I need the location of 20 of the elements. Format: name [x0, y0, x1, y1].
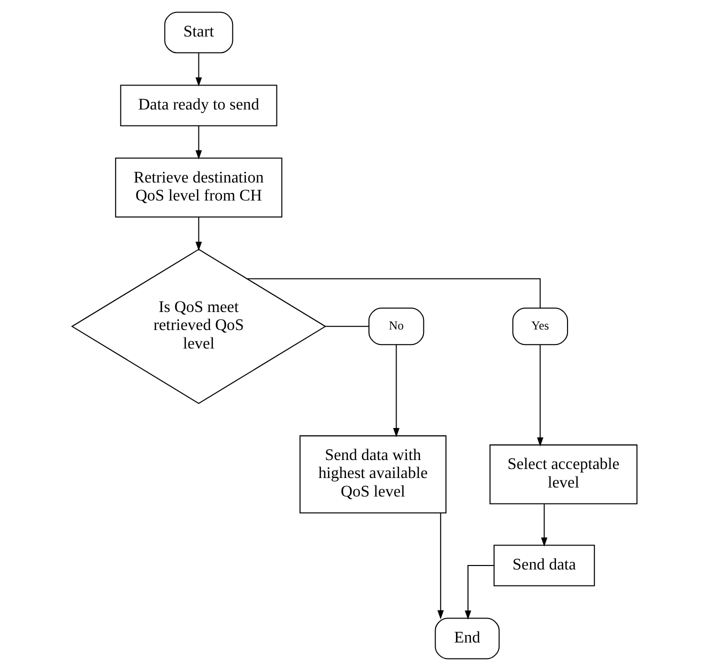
node-box: Retrieve destination QoS level from CH [115, 158, 282, 218]
arrow [196, 217, 202, 251]
arrow [437, 513, 444, 620]
node-diamond: Is QoS meet retrieved QoS level [71, 248, 326, 404]
node-box: Data ready to send [120, 84, 278, 126]
arrow [536, 344, 544, 446]
node-box: Yes [512, 308, 568, 346]
connector [326, 326, 369, 327]
node-box: No [368, 308, 424, 346]
arrow [541, 504, 548, 547]
node-box: Select acceptable level [490, 444, 638, 504]
arrow [196, 126, 202, 160]
arrow [393, 344, 400, 438]
arrow [464, 565, 494, 620]
arrow [196, 52, 202, 87]
node-box: Send data with highest available QoS level [300, 435, 446, 514]
node-box: End [434, 618, 500, 660]
node-box: Send data [494, 544, 595, 586]
node-box: Start [164, 12, 234, 54]
connector [247, 278, 541, 308]
